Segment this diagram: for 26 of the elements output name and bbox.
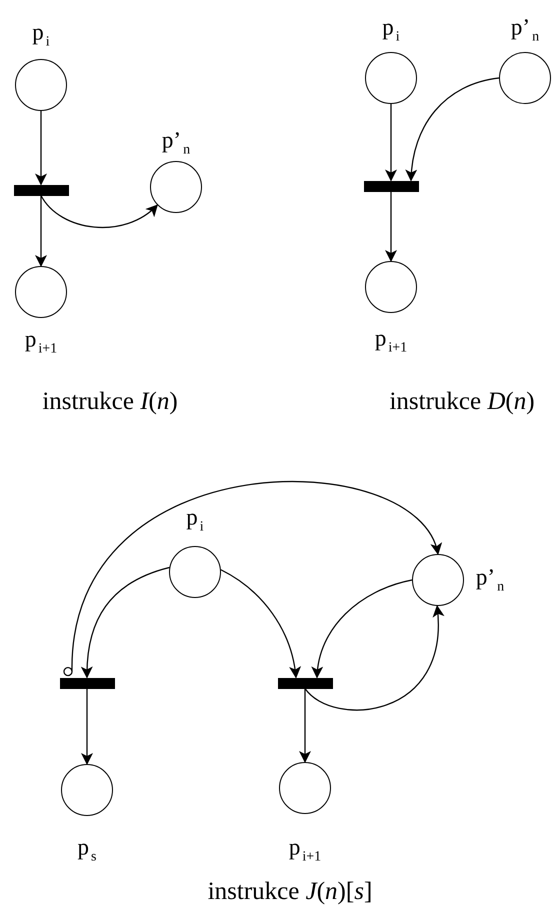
arrow bbox=[299, 688, 311, 763]
place-label: p’$_{n}$ bbox=[510, 16, 540, 44]
place-label: p$_{i}$ bbox=[186, 506, 204, 534]
arrow bbox=[81, 566, 170, 678]
caption: instrukce I(n) bbox=[42, 387, 178, 417]
arrow bbox=[35, 111, 47, 186]
place-label: p$_{i+1}$ bbox=[24, 328, 58, 356]
place-label: p’$_{n}$ bbox=[476, 566, 504, 594]
caption: instrukce J(n)[s] bbox=[208, 877, 372, 907]
arrow bbox=[385, 104, 397, 182]
arrow bbox=[35, 196, 47, 267]
arrow bbox=[406, 77, 500, 182]
arrow bbox=[304, 604, 444, 711]
place-label: p$_{i+1}$ bbox=[288, 836, 322, 864]
place-label: p$_{i}$ bbox=[32, 20, 50, 50]
arrow bbox=[312, 579, 412, 678]
caption: instrukce D(n) bbox=[389, 387, 535, 417]
place-label: p’$_{n}$ bbox=[162, 128, 190, 158]
place-label: p$_{s}$ bbox=[78, 836, 96, 864]
arrow bbox=[220, 569, 301, 678]
place-label: p$_{i}$ bbox=[382, 16, 400, 44]
arrow bbox=[40, 195, 158, 228]
place-label: p$_{i+1}$ bbox=[374, 326, 408, 356]
arrow bbox=[385, 192, 397, 262]
inhibitor-arc bbox=[63, 480, 440, 676]
arrow bbox=[81, 688, 93, 765]
